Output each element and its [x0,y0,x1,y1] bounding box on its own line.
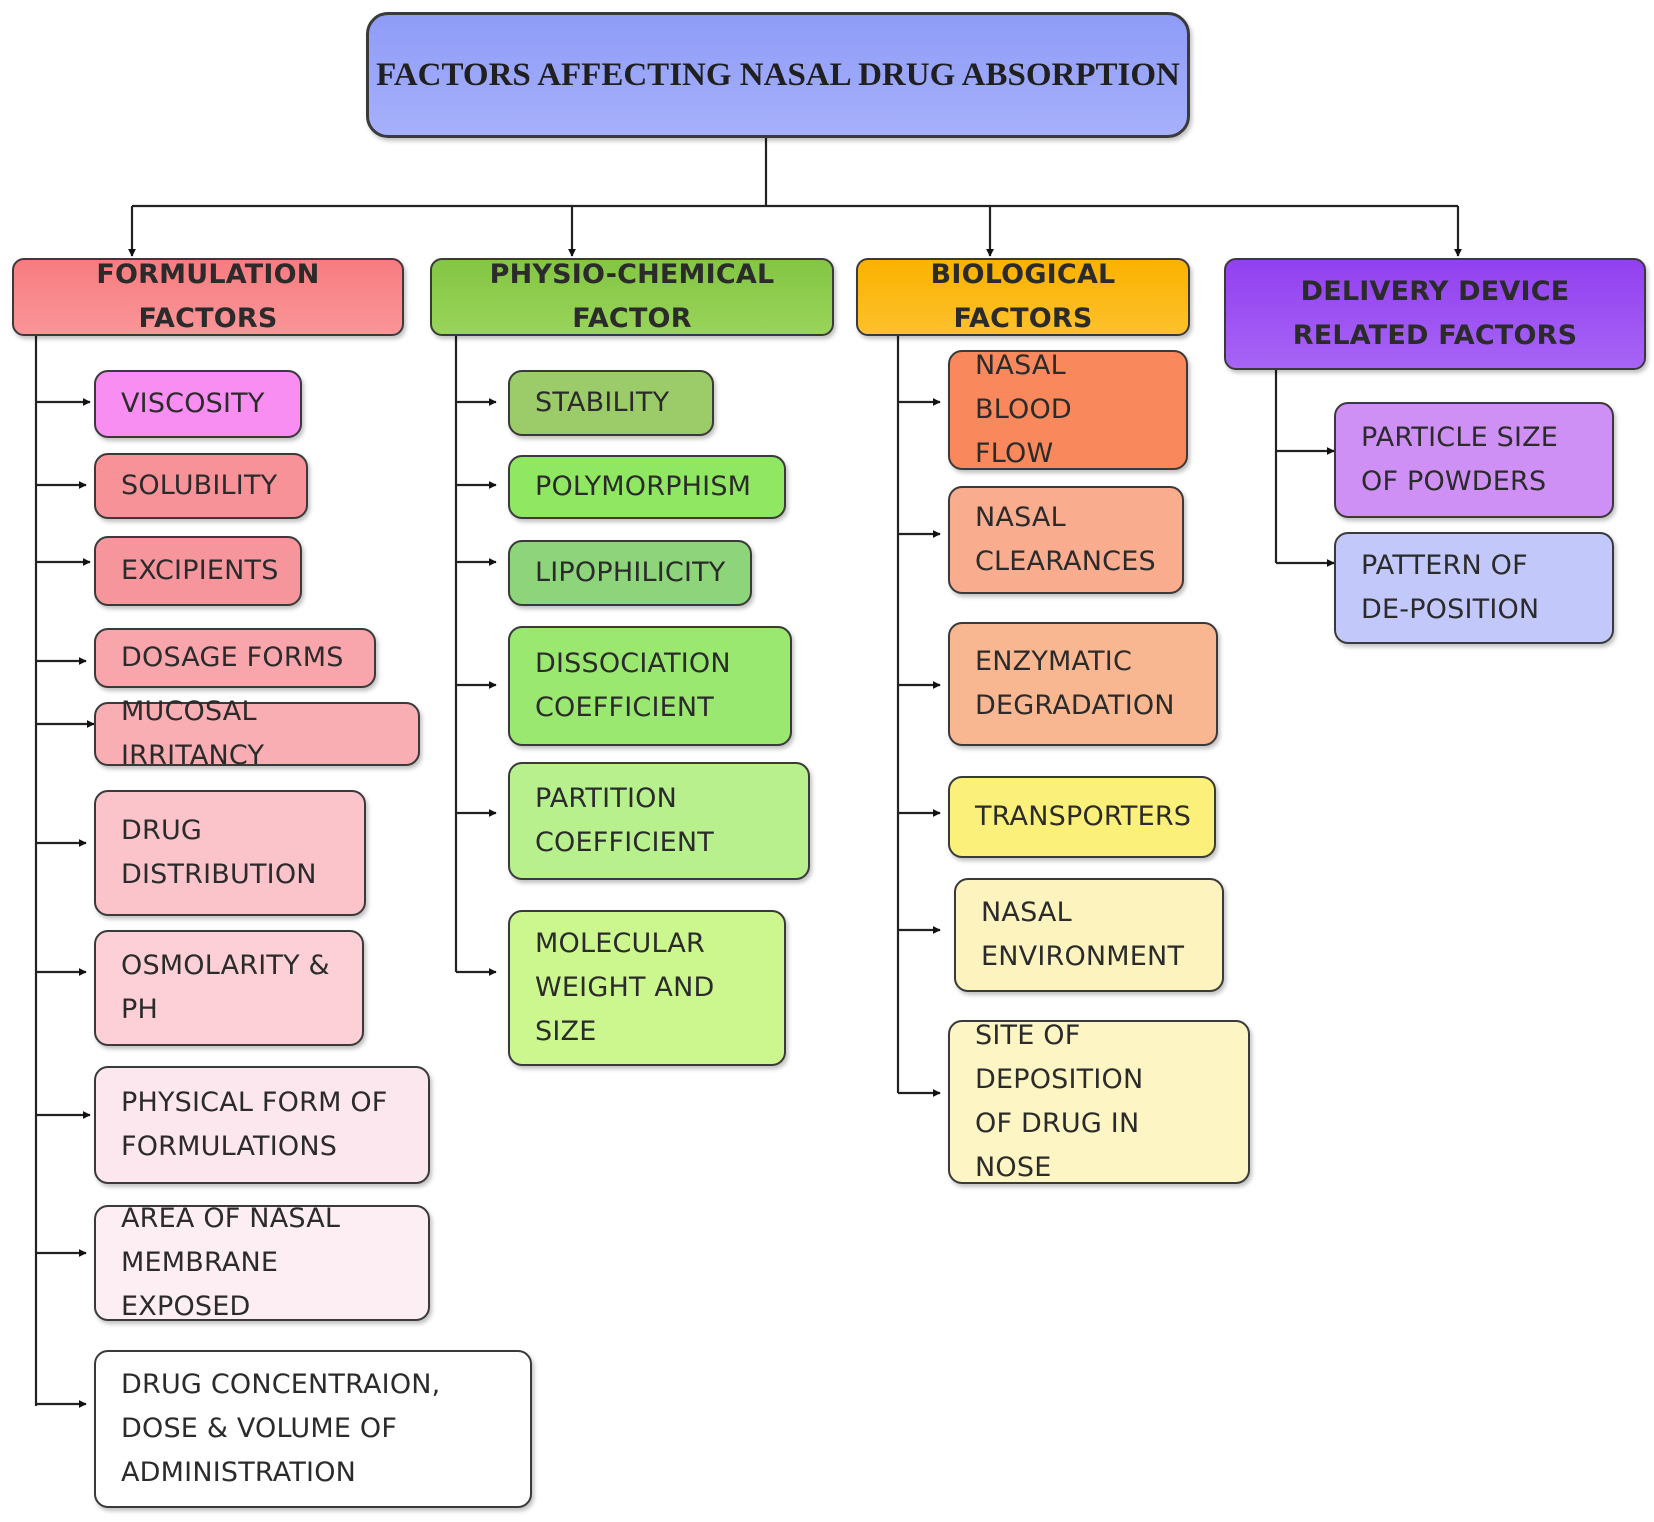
factor-dissociation-coefficient: DISSOCIATION COEFFICIENT [508,626,792,746]
factor-partition-coefficient: PARTITION COEFFICIENT [508,762,810,880]
factor-nasal-clearances: NASAL CLEARANCES [948,486,1184,594]
factor-transporters: TRANSPORTERS [948,776,1216,858]
factor-excipients: EXCIPIENTS [94,536,302,606]
factor-physical-form-of-formulations: PHYSICAL FORM OF FORMULATIONS [94,1066,430,1184]
factor-polymorphism: POLYMORPHISM [508,455,786,519]
category-formulation-factors: FORMULATION FACTORS [12,258,404,336]
factor-molecular-weight-and-size: MOLECULAR WEIGHT AND SIZE [508,910,786,1066]
factor-drug-distribution: DRUG DISTRIBUTION [94,790,366,916]
factor-site-of-deposition-of-drug-in-nose: SITE OF DEPOSITION OF DRUG IN NOSE [948,1020,1250,1184]
factor-mucosal-irritancy: MUCOSAL IRRITANCY [94,696,420,771]
factor-drug-concentration-dose-volume: DRUG CONCENTRAION, DOSE & VOLUME OF ADMI… [94,1350,532,1508]
factor-area-of-nasal-membrane-exposed: AREA OF NASAL MEMBRANE EXPOSED [94,1203,430,1322]
category-physio-chemical-factor: PHYSIO-CHEMICAL FACTOR [430,258,834,336]
factor-pattern-of-deposition: PATTERN OF DE-POSITION [1334,532,1614,644]
factor-stability: STABILITY [508,370,714,436]
factor-enzymatic-degradation: ENZYMATIC DEGRADATION [948,622,1218,746]
factor-solubility: SOLUBILITY [94,453,308,519]
factor-osmolarity-ph: OSMOLARITY & PH [94,930,364,1046]
factor-nasal-blood-flow: NASAL BLOOD FLOW [948,350,1188,470]
factor-dosage-forms: DOSAGE FORMS [94,628,376,688]
category-delivery-device-related-factors: DELIVERY DEVICE RELATED FACTORS [1224,258,1646,370]
factor-particle-size-of-powders: PARTICLE SIZE OF POWDERS [1334,402,1614,518]
factor-viscosity: VISCOSITY [94,370,302,438]
category-biological-factors: BIOLOGICAL FACTORS [856,258,1190,336]
diagram-title: FACTORS AFFECTING NASAL DRUG ABSORPTION [366,12,1190,138]
factor-lipophilicity: LIPOPHILICITY [508,540,752,606]
factor-nasal-environment: NASAL ENVIRONMENT [954,878,1224,992]
